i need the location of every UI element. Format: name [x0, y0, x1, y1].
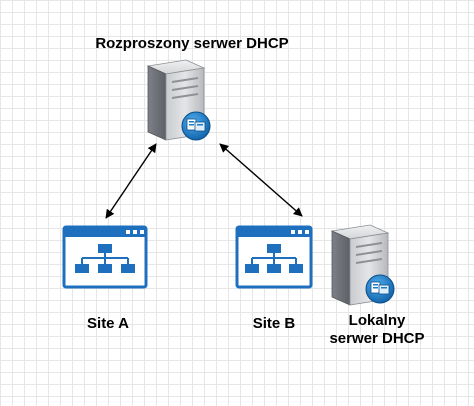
- local-server-label: Lokalny serwer DHCP: [322, 312, 432, 348]
- arrow-central-to-site-b: [219, 143, 303, 217]
- arrow-central-to-site-a: [105, 143, 157, 219]
- central-server-icon: [146, 59, 211, 141]
- local-server-label-line1: Lokalny: [348, 312, 406, 329]
- central-server-badge-icon: [181, 111, 211, 141]
- site-a-icon: [62, 225, 148, 289]
- local-server-badge-icon: [365, 274, 395, 304]
- local-server-label-line2: serwer DHCP: [329, 330, 425, 347]
- site-a-label: Site A: [87, 315, 129, 332]
- site-b-label: Site B: [252, 315, 296, 332]
- local-server-icon: [330, 224, 395, 306]
- site-b-icon: [235, 225, 313, 289]
- central-server-label: Rozproszony serwer DHCP: [95, 35, 289, 52]
